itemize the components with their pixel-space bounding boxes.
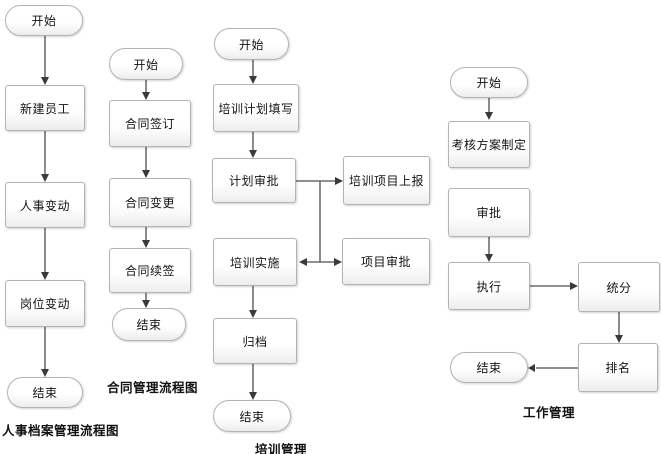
node-end: 结束: [450, 352, 528, 383]
node-archive: 归档: [213, 318, 297, 364]
node-contract-change: 合同变更: [109, 178, 191, 227]
node-ranking: 排名: [578, 343, 658, 392]
node-assessment-plan: 考核方案制定: [448, 121, 530, 168]
node-end: 结束: [112, 308, 186, 341]
node-personnel-change: 人事变动: [5, 182, 85, 228]
node-project-approval: 项目审批: [342, 238, 430, 285]
node-contract-renewal: 合同续签: [109, 248, 191, 293]
node-scoring: 统分: [578, 262, 660, 312]
node-position-change: 岗位变动: [5, 280, 85, 327]
node-training-project-report: 培训项目上报: [343, 156, 430, 205]
caption-work-chart: 工作管理: [523, 406, 576, 420]
node-end: 结束: [7, 377, 83, 408]
node-new-employee: 新建员工: [5, 85, 85, 131]
node-contract-signing: 合同签订: [109, 100, 191, 147]
node-approval: 审批: [448, 188, 530, 237]
caption-contract-chart: 合同管理流程图: [107, 381, 199, 395]
node-training-implementation: 培训实施: [213, 238, 297, 286]
node-execute: 执行: [448, 262, 530, 310]
node-start: 开始: [5, 5, 83, 36]
node-start: 开始: [450, 67, 528, 98]
caption-training-chart: 培训管理: [255, 443, 308, 454]
node-start: 开始: [109, 48, 183, 80]
node-training-plan-fill: 培训计划填写: [213, 84, 299, 132]
caption-personnel-chart: 人事档案管理流程图: [2, 424, 120, 438]
node-start: 开始: [214, 28, 289, 60]
node-plan-approval: 计划审批: [212, 158, 296, 203]
node-end: 结束: [213, 400, 291, 432]
